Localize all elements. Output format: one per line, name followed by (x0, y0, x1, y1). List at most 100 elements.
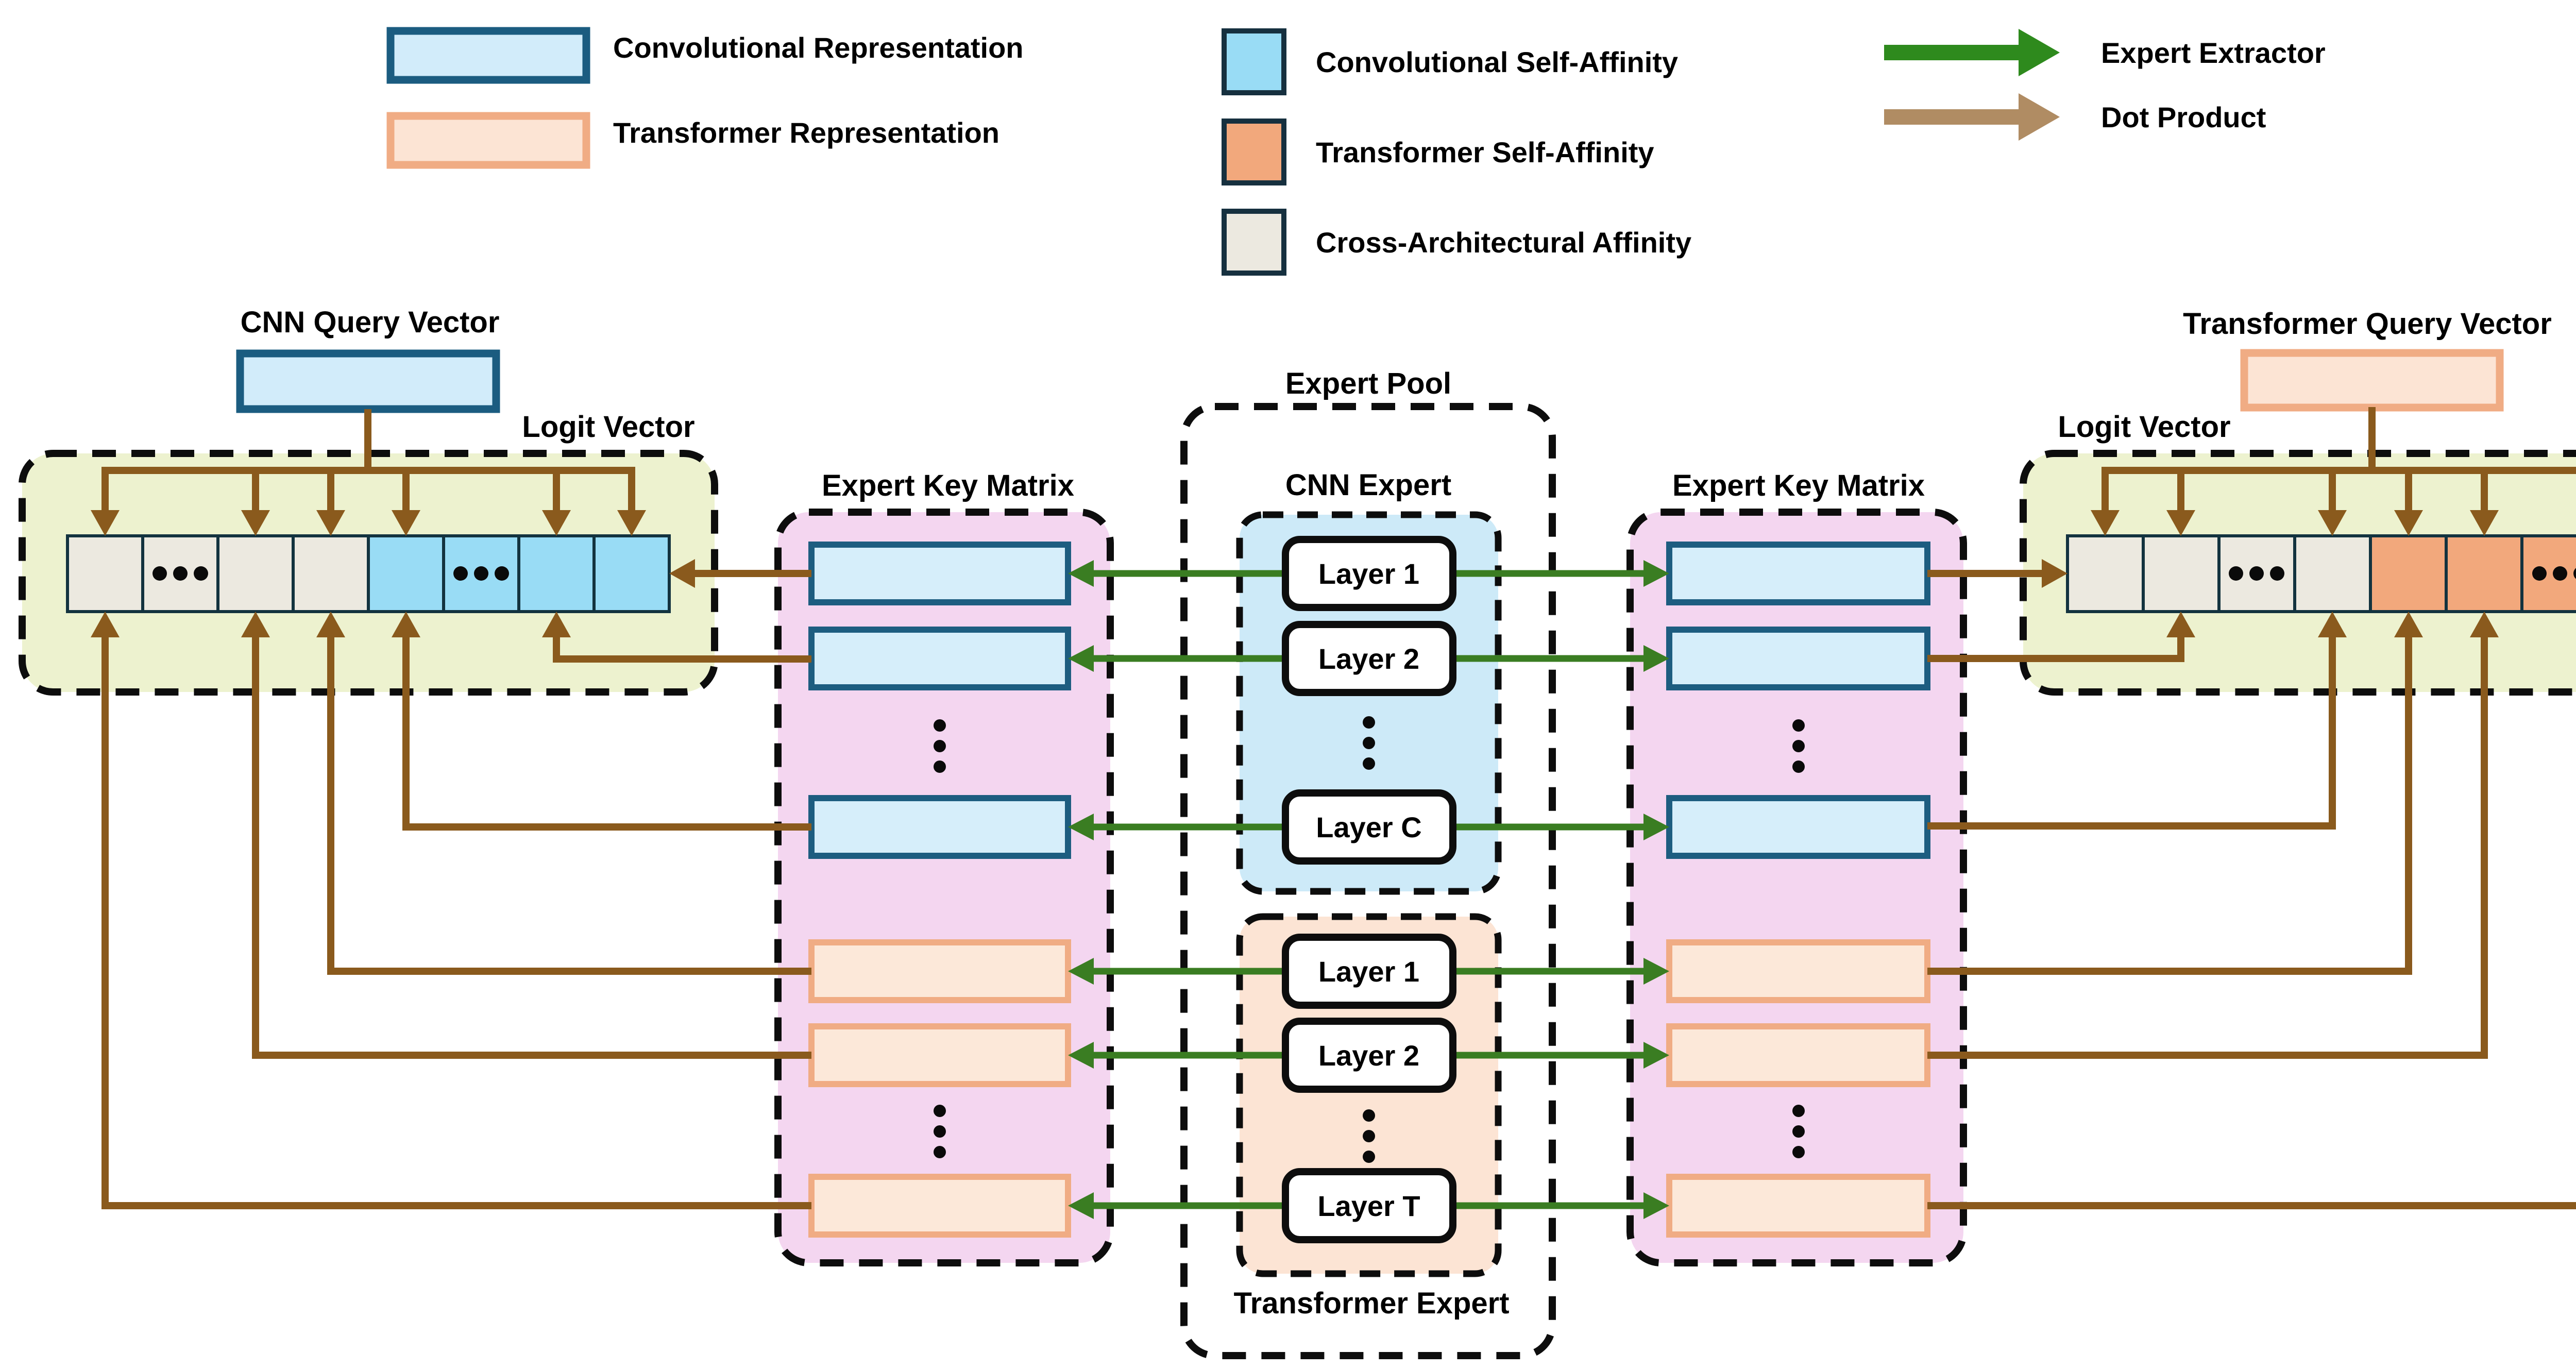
arrowhead-right-icon (2042, 559, 2067, 588)
cnn-layer-1-box (1282, 536, 1456, 611)
arrowhead-up-icon (316, 612, 345, 637)
legend-label-dot-product: Dot Product (2101, 101, 2266, 133)
left-query-fanout (91, 409, 646, 536)
legend-label-expert-extractor: Expert Extractor (2101, 37, 2326, 69)
left-dot-product-connections (91, 559, 811, 1209)
arrowhead-up-icon (2394, 612, 2423, 637)
ellipsis-vertical-icon (1363, 716, 1375, 770)
left-ekm-conv-key-1 (808, 542, 1071, 605)
ellipsis-vertical-icon (1792, 719, 1805, 773)
left-logit-cell-8 (592, 534, 671, 613)
legend: Convolutional Representation Transformer… (386, 27, 2326, 276)
right-logit-cell-1 (2066, 534, 2145, 613)
left-logit-cell-1 (66, 534, 144, 613)
arrowhead-down-icon (2394, 510, 2423, 536)
right-dp-line-key3 (1927, 624, 2336, 830)
arrowhead-up-icon (2318, 612, 2347, 637)
right-ekm-trans-key-2 (1666, 1023, 1930, 1087)
arrowhead-down-icon (2318, 510, 2347, 536)
arrowhead-down-icon (2166, 510, 2195, 536)
left-ekm-conv-key-2 (808, 627, 1071, 690)
transformer-layer-1-label: Layer 1 (1318, 955, 1419, 988)
arrowhead-right-icon (1643, 1192, 1669, 1219)
cnn-layer-c-box (1282, 789, 1456, 865)
cnn-query-vector-box (236, 349, 500, 413)
arrowhead-right-icon (1643, 958, 1669, 985)
right-logit-cell-5 (2369, 534, 2448, 613)
left-ekm-conv-key-3 (808, 795, 1071, 859)
left-logit-cell-4 (292, 534, 370, 613)
right-logit-vector-label: Logit Vector (2058, 410, 2230, 444)
arrowhead-left-icon (1068, 560, 1094, 587)
arrowhead-down-icon (316, 510, 345, 536)
arrowhead-right-icon (1643, 814, 1669, 840)
transformer-layer-t-label: Layer T (1317, 1190, 1420, 1222)
right-expert-key-matrix-label: Expert Key Matrix (1672, 469, 1925, 502)
arrowhead-left-icon (1068, 1042, 1094, 1069)
right-logit-cell-6 (2445, 534, 2523, 613)
right-logit-cell-4 (2293, 534, 2372, 613)
right-ekm-conv-key-1 (1666, 542, 1930, 605)
arrowhead-down-icon (2091, 510, 2120, 536)
legend-label-convolutional-representation: Convolutional Representation (613, 31, 1024, 64)
cnn-layer-2-label: Layer 2 (1318, 643, 1419, 675)
right-ekm-trans-key-3 (1666, 1174, 1930, 1238)
arrowhead-down-icon (542, 510, 571, 536)
arrowhead-up-icon (542, 612, 571, 637)
cnn-expert-label: CNN Expert (1285, 468, 1451, 502)
legend-label-cross-architectural-affinity: Cross-Architectural Affinity (1316, 226, 1691, 259)
transformer-query-vector-box (2240, 349, 2504, 412)
expert-pool-label: Expert Pool (1285, 367, 1451, 400)
arrowhead-right-icon (1643, 560, 1669, 587)
dot-product-arrow-icon (1884, 93, 2060, 141)
arrowhead-down-icon (2470, 510, 2499, 536)
cnn-layer-2-box (1282, 621, 1456, 696)
legend-swatch-transformer-representation (386, 112, 590, 169)
ellipsis-vertical-icon (934, 719, 946, 773)
left-logit-vector-label: Logit Vector (522, 410, 694, 444)
legend-swatch-transformer-self-affinity (1222, 119, 1286, 185)
ellipsis-horizontal-icon (2532, 566, 2576, 581)
arrowhead-left-icon (1068, 814, 1094, 840)
legend-swatch-convolutional-representation (386, 27, 590, 84)
transformer-layer-2-label: Layer 2 (1318, 1039, 1419, 1072)
left-dp-line-key6 (101, 624, 811, 1209)
legend-swatch-cross-architectural-affinity (1222, 209, 1286, 276)
left-dp-line-key3 (402, 624, 811, 831)
arrowhead-left-icon (1068, 645, 1094, 672)
arrowhead-right-icon (1643, 1042, 1669, 1069)
ellipsis-horizontal-icon (453, 566, 509, 581)
right-dp-line-key4 (1927, 624, 2412, 975)
legend-label-transformer-representation: Transformer Representation (613, 116, 999, 149)
arrowhead-down-icon (241, 510, 270, 536)
right-dp-line-key5 (1927, 624, 2488, 1059)
cnn-layer-c-label: Layer C (1316, 811, 1421, 843)
cnn-layer-1-label: Layer 1 (1318, 557, 1419, 590)
arrowhead-left-icon (1068, 958, 1094, 985)
right-expert-key-matrix (1666, 542, 1930, 1238)
arrowhead-left-icon (1068, 1192, 1094, 1219)
left-logit-cell-5 (367, 534, 445, 613)
arrowhead-down-icon (91, 510, 120, 536)
left-logit-cell-7 (517, 534, 596, 613)
expert-pool-panel (1180, 403, 1556, 1359)
right-dot-product-connections (1927, 559, 2576, 1209)
arrowhead-left-icon (669, 559, 695, 588)
left-ekm-trans-key-2 (808, 1023, 1071, 1087)
left-dp-line-key4 (327, 624, 811, 975)
left-dp-line-key5 (252, 624, 811, 1059)
legend-label-convolutional-self-affinity: Convolutional Self-Affinity (1316, 46, 1678, 78)
right-ekm-conv-key-3 (1666, 795, 1930, 859)
cnn-query-vector-label: CNN Query Vector (241, 306, 500, 339)
arrowhead-up-icon (91, 612, 120, 637)
arrowhead-down-icon (392, 510, 420, 536)
arrowhead-up-icon (2166, 612, 2195, 637)
transformer-expert-label: Transformer Expert (1233, 1287, 1509, 1320)
left-ekm-trans-key-3 (808, 1174, 1071, 1238)
left-expert-key-matrix-label: Expert Key Matrix (822, 469, 1074, 502)
transformer-layer-t-box (1282, 1168, 1456, 1243)
ellipsis-vertical-icon (1792, 1105, 1805, 1158)
right-query-fanout (2091, 407, 2576, 536)
ellipsis-horizontal-icon (152, 566, 208, 581)
